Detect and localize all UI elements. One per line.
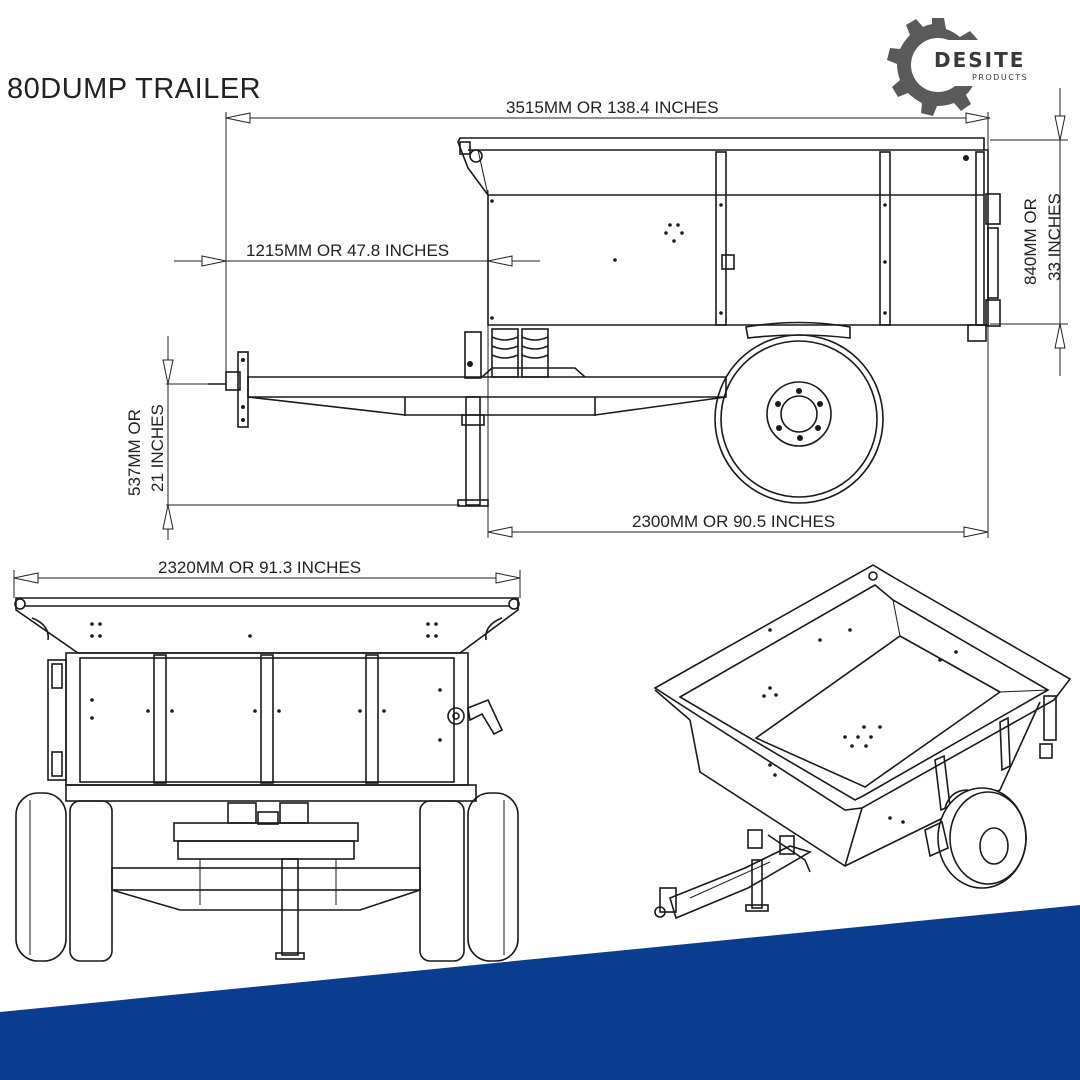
brand-logo: DESITE PRODUCTS	[887, 18, 1035, 116]
rear-view: 2320MM OR 91.3 INCHES	[13, 558, 521, 962]
box-height-label-2: 33 INCHES	[1045, 193, 1064, 281]
isometric-view	[653, 564, 1072, 920]
brand-banner	[0, 905, 1080, 1080]
logo-tagline: PRODUCTS	[972, 73, 1028, 82]
hitch-height-label-2: 21 INCHES	[148, 404, 167, 492]
side-view: 3515MM OR 138.4 INCHES 1215MM OR 47.8 IN…	[125, 88, 1068, 540]
hitch-height-label-1: 537MM OR	[125, 409, 144, 496]
page-title: 80DUMP TRAILER	[7, 73, 261, 105]
overall-length-label: 3515MM OR 138.4 INCHES	[506, 98, 719, 117]
overall-width-label: 2320MM OR 91.3 INCHES	[158, 558, 361, 577]
tongue-length-label: 1215MM OR 47.8 INCHES	[246, 241, 449, 260]
box-height-label-1: 840MM OR	[1021, 198, 1040, 285]
box-length-label: 2300MM OR 90.5 INCHES	[632, 512, 835, 531]
logo-name: DESITE	[934, 48, 1025, 72]
